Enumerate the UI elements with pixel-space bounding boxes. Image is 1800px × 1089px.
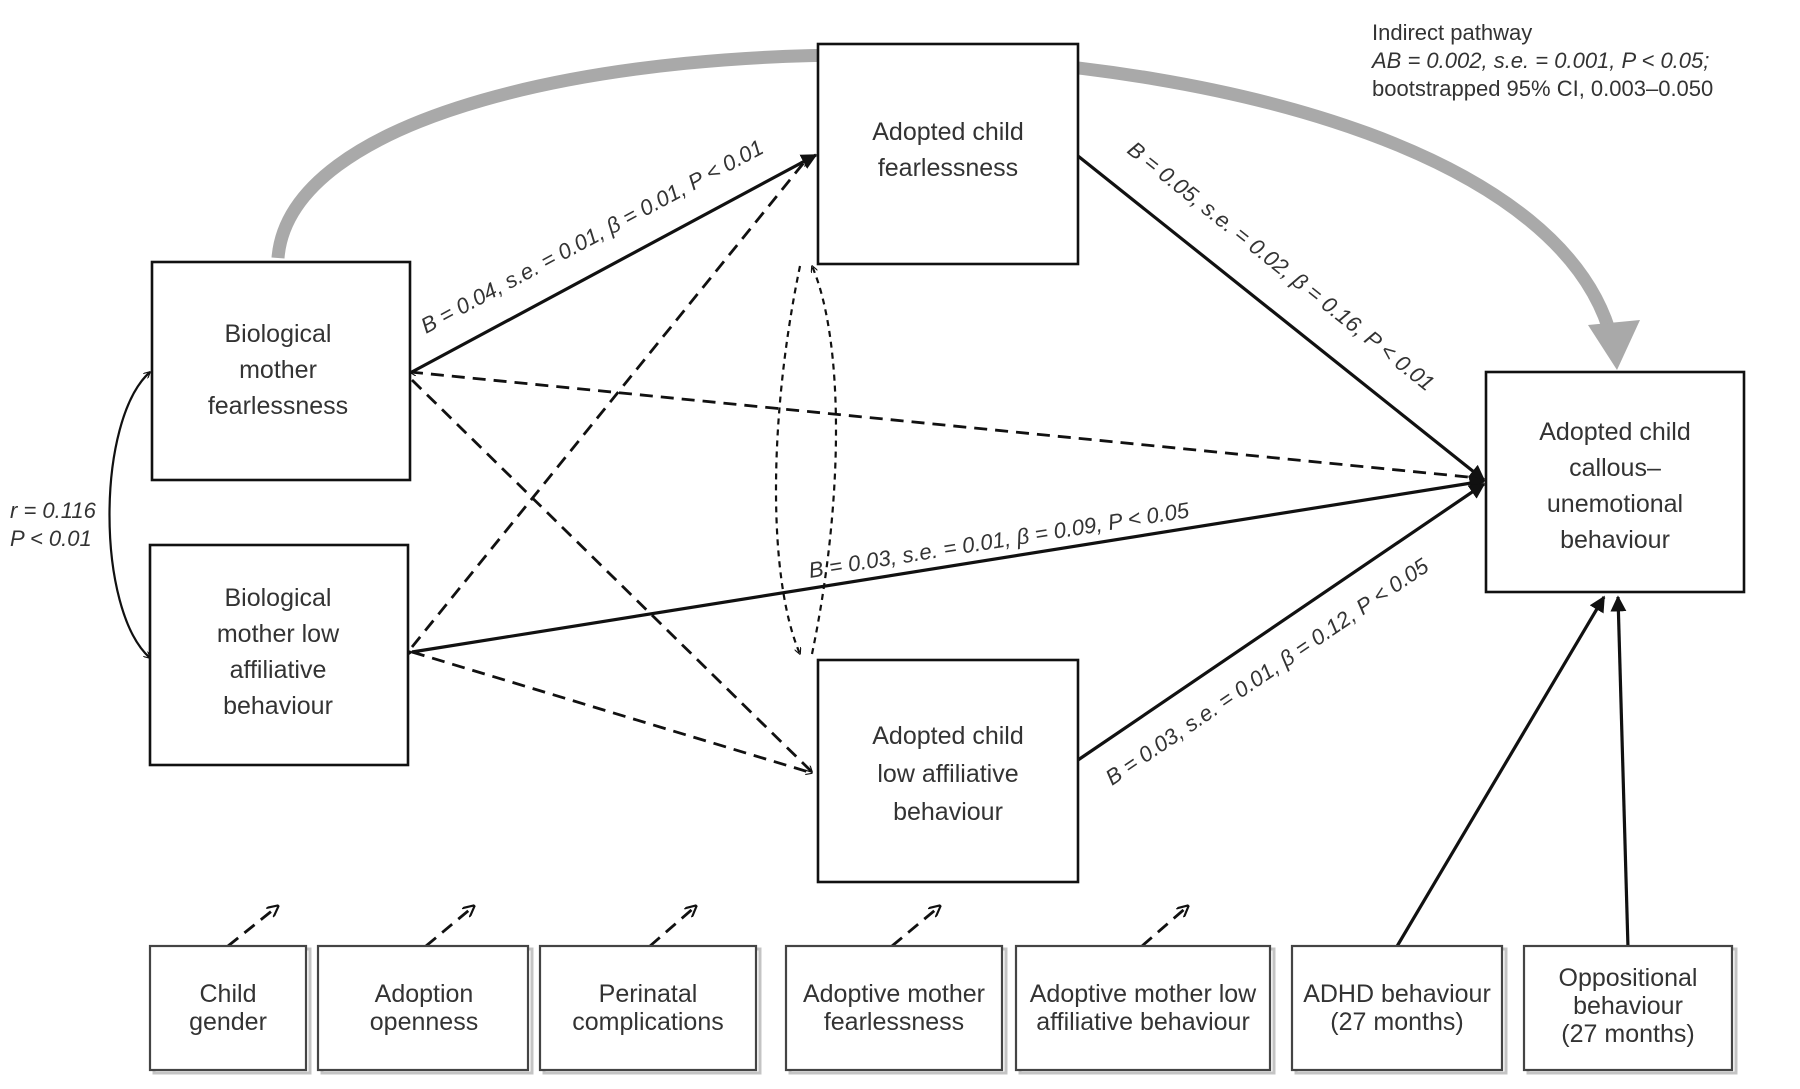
svg-text:Child: Child	[200, 980, 257, 1008]
svg-text:gender: gender	[189, 1008, 267, 1036]
indirect-ab: AB = 0.002, s.e. = 0.001, P < 0.05;	[1370, 48, 1709, 73]
covariate-child-gender: Child gender	[148, 944, 312, 1075]
indirect-ci: bootstrapped 95% CI, 0.003–0.050	[1372, 76, 1713, 101]
path-child-fear-to-cu	[1077, 154, 1486, 482]
svg-text:low affiliative: low affiliative	[877, 760, 1018, 788]
path-label-a-fear: B = 0.04, s.e. = 0.01, β = 0.01, P < 0.0…	[417, 135, 768, 339]
covariate-arrow-adoptive-fearlessness	[891, 906, 940, 948]
svg-text:behaviour: behaviour	[893, 798, 1003, 826]
svg-text:Adoptive mother low: Adoptive mother low	[1030, 980, 1257, 1008]
svg-text:Biological: Biological	[224, 320, 331, 348]
path-child-low-to-cu	[1077, 482, 1486, 762]
path-oppositional-to-cu	[1610, 595, 1630, 949]
svg-text:fearlessness: fearlessness	[824, 1008, 964, 1036]
svg-text:mother: mother	[239, 356, 317, 384]
svg-text:ADHD behaviour: ADHD behaviour	[1303, 980, 1491, 1008]
indirect-pathway-label: Indirect pathway AB = 0.002, s.e. = 0.00…	[1370, 20, 1713, 101]
covariate-adoptive-mother-low-affiliative: Adoptive mother low affiliative behaviou…	[1014, 944, 1276, 1075]
svg-text:callous–: callous–	[1569, 454, 1661, 482]
svg-text:mother low: mother low	[217, 620, 340, 648]
node-adopted-child-fearlessness: Adopted child fearlessness	[816, 42, 1080, 266]
path-bio-fear-to-child-low	[411, 379, 812, 772]
covariate-arrow-adoption-openness	[425, 906, 474, 948]
svg-text:Adoptive mother: Adoptive mother	[803, 980, 985, 1008]
node-adopted-child-callous-unemotional: Adopted child callous– unemotional behav…	[1484, 370, 1746, 594]
svg-text:affiliative behaviour: affiliative behaviour	[1036, 1008, 1250, 1036]
svg-text:(27 months): (27 months)	[1330, 1008, 1463, 1036]
node-biological-mother-low-affiliative: Biological mother low affiliative behavi…	[148, 543, 410, 767]
covariate-adoptive-mother-fearlessness: Adoptive mother fearlessness	[784, 944, 1008, 1075]
svg-text:openness: openness	[370, 1008, 478, 1036]
path-adhd-to-cu	[1394, 595, 1606, 949]
svg-text:affiliative: affiliative	[230, 656, 327, 684]
covariate-adoption-openness: Adoption openness	[316, 944, 534, 1075]
svg-text:Adopted child: Adopted child	[872, 118, 1024, 146]
node-adopted-child-low-affiliative: Adopted child low affiliative behaviour	[816, 658, 1080, 884]
svg-text:unemotional: unemotional	[1547, 490, 1683, 518]
covariate-arrow-adoptive-low-affiliative	[1141, 906, 1188, 948]
correlation-label: r = 0.116 P < 0.01	[10, 498, 97, 551]
svg-text:fearlessness: fearlessness	[878, 154, 1018, 182]
path-child-fear-to-child-low-a	[774, 265, 800, 654]
svg-text:fearlessness: fearlessness	[208, 392, 348, 420]
indirect-pathway-arrowhead	[1588, 320, 1640, 370]
svg-text:Adopted child: Adopted child	[872, 722, 1024, 750]
path-label-b-low: B = 0.03, s.e. = 0.01, β = 0.12, P < 0.0…	[1101, 553, 1434, 790]
correlation-curve	[108, 372, 151, 658]
node-biological-mother-fearlessness: Biological mother fearlessness	[150, 260, 412, 482]
indirect-title: Indirect pathway	[1372, 20, 1532, 45]
correlation-r: r = 0.116	[10, 498, 97, 523]
svg-text:behaviour: behaviour	[223, 692, 333, 720]
covariate-arrow-perinatal	[649, 906, 696, 948]
svg-text:Perinatal: Perinatal	[599, 980, 698, 1008]
path-label-direct-low: B = 0.03, s.e. = 0.01, β = 0.09, P < 0.0…	[807, 497, 1192, 583]
correlation-p: P < 0.01	[10, 526, 92, 551]
path-child-low-to-child-fear-b	[812, 266, 838, 655]
svg-text:complications: complications	[572, 1008, 723, 1036]
covariate-adhd-behaviour: ADHD behaviour (27 months)	[1290, 944, 1508, 1075]
path-bio-fear-to-cu	[410, 372, 1478, 478]
svg-text:Adopted child: Adopted child	[1539, 418, 1691, 446]
svg-text:behaviour: behaviour	[1573, 992, 1683, 1020]
path-bio-low-to-cu	[396, 475, 1486, 663]
path-label-b-fear: B = 0.05, s.e. = 0.02, β = 0.16, P < 0.0…	[1123, 136, 1439, 396]
svg-text:Oppositional: Oppositional	[1559, 964, 1698, 992]
svg-text:Adoption: Adoption	[375, 980, 474, 1008]
covariate-perinatal-complications: Perinatal complications	[538, 944, 762, 1075]
svg-text:Biological: Biological	[224, 584, 331, 612]
svg-text:(27 months): (27 months)	[1561, 1020, 1694, 1048]
svg-text:behaviour: behaviour	[1560, 526, 1670, 554]
path-bio-low-to-child-low	[411, 650, 812, 773]
path-bio-fear-to-child-fear	[409, 153, 818, 375]
covariate-oppositional-behaviour: Oppositional behaviour (27 months)	[1522, 944, 1738, 1075]
covariate-arrow-child-gender	[227, 906, 278, 948]
